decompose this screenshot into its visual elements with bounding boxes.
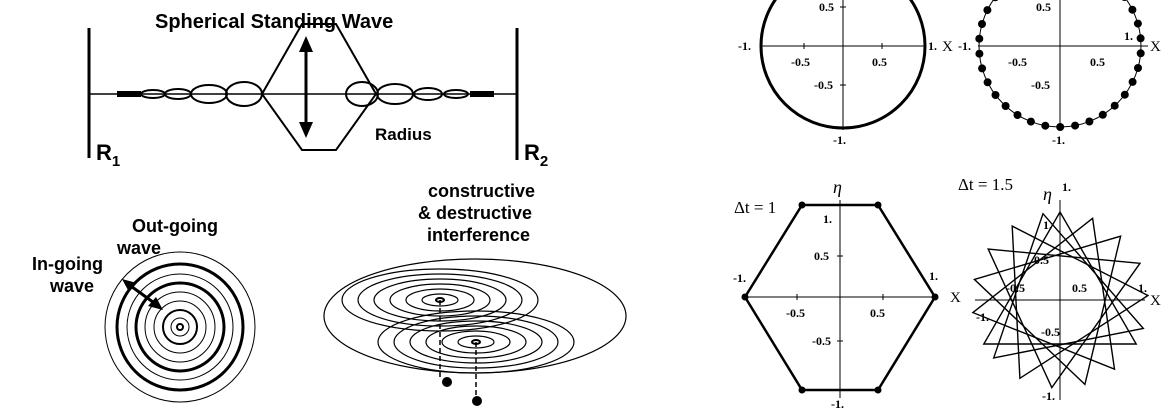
tick-c-neg05-x: -0.5 <box>786 306 805 320</box>
triangle-trajectory <box>973 235 1122 386</box>
sample-dot <box>1120 90 1129 99</box>
sample-dot <box>983 6 992 15</box>
tick-a-pos1-x: 1. <box>928 39 937 53</box>
tick-b-neg1-y: -1. <box>1052 133 1065 147</box>
sample-dots <box>975 0 1145 131</box>
ingoing-label-2: wave <box>49 276 94 296</box>
outgoing-label-2: wave <box>116 238 161 258</box>
sample-dot <box>992 0 999 2</box>
outgoing-label-1: Out-going <box>132 216 218 236</box>
triangle-trajectory <box>1011 224 1150 380</box>
x-axis-label-b: X <box>1150 39 1161 55</box>
tick-d-neg1-x: -1. <box>976 310 989 324</box>
interference-line-2: & destructive <box>418 203 532 223</box>
tick-d-pos05-x: 0.5 <box>1072 281 1087 295</box>
sample-dot <box>1110 101 1119 110</box>
standing-wave-title: Spherical Standing Wave <box>155 11 393 33</box>
tick-c-pos1-y: 1. <box>823 212 832 226</box>
sample-dot <box>1013 111 1022 119</box>
wave-arrow-head-in <box>148 297 163 310</box>
interference-line-1: constructive <box>428 181 535 201</box>
tick-d-pos1-x: 1. <box>1138 281 1147 295</box>
triangle-trajectory <box>992 212 1145 359</box>
sample-dot <box>1128 77 1137 86</box>
tick-a-neg05-x: -0.5 <box>791 55 810 69</box>
tick-b-neg05-x: -0.5 <box>1008 55 1027 69</box>
r2-label: R2 <box>524 140 548 170</box>
sample-dot <box>1085 117 1094 126</box>
tick-c-pos1-x: 1. <box>929 269 938 283</box>
sample-dot <box>1128 5 1137 14</box>
x-axis-label-c: X <box>950 290 961 306</box>
tick-a-pos05-x: 0.5 <box>872 55 887 69</box>
x-axis-label-d: X <box>1150 293 1161 309</box>
ingoing-label-1: In-going <box>32 254 103 274</box>
tick-c-neg1-x: -1. <box>733 271 746 285</box>
tick-d-neg1-y: -1. <box>1042 389 1055 403</box>
sample-dot <box>1026 117 1035 126</box>
tick-d-pos1-y: 1. <box>1043 218 1052 232</box>
tick-b-neg05-y: -0.5 <box>1031 78 1050 92</box>
sample-dot <box>991 91 1000 99</box>
sample-dot <box>978 64 987 73</box>
sample-dot <box>1136 49 1145 58</box>
tick-a-pos05-y: 0.5 <box>819 0 834 14</box>
wave-arrow-head-out <box>122 279 137 292</box>
tick-c-neg1-y: -1. <box>831 397 844 410</box>
tick-a-neg1-y: -1. <box>833 133 846 147</box>
sample-dot <box>1001 102 1010 110</box>
x-axis-label-a: X <box>942 39 953 55</box>
sample-dot <box>1121 0 1128 1</box>
tick-c-pos05-y: 0.5 <box>814 249 829 263</box>
triangle-trajectory <box>971 217 1116 371</box>
sample-dot <box>978 20 986 28</box>
tick-b-neg1-x: -1. <box>958 39 971 53</box>
interference-pattern <box>323 258 627 374</box>
source-dot-2 <box>472 396 482 406</box>
dt15-label: Δt = 1.5 <box>958 175 1013 194</box>
circle-trajectory <box>759 0 927 130</box>
sample-dot <box>975 49 984 58</box>
tick-d-neg05-x: -0.5 <box>1006 281 1025 295</box>
sample-dot <box>1098 110 1107 119</box>
tick-b-pos05-y: 0.5 <box>1036 0 1051 14</box>
tick-d-pos1-top: 1. <box>1062 180 1071 194</box>
tick-c-neg05-y: -0.5 <box>812 334 831 348</box>
sample-dot <box>1071 121 1080 130</box>
tick-b-pos1-x: 1. <box>1124 29 1133 43</box>
tick-d-neg05-y: -0.5 <box>1041 325 1060 339</box>
tick-a-neg1-x: -1. <box>738 39 751 53</box>
concentric-waves <box>104 251 256 403</box>
plot-rotating-triangles: Δt = 1.5 η 1. 1. 0.5 -0.5 0.5 1. -1. -0.… <box>958 175 1161 403</box>
standing-wave-diagram <box>87 23 519 160</box>
tick-b-pos05-x: 0.5 <box>1090 55 1105 69</box>
triangle-trajectories <box>971 210 1150 389</box>
plot-hexagon: Δt = 1 η 1. 0.5 -1. 1. -0.5 0.5 -0.5 -1.… <box>733 177 961 410</box>
sample-dot <box>1041 121 1050 130</box>
dt1-label: Δt = 1 <box>734 198 776 217</box>
tick-d-pos05-y: 0.5 <box>1034 253 1049 267</box>
tick-c-pos05-x: 0.5 <box>870 306 885 320</box>
sample-dot <box>1056 123 1065 131</box>
triangle-trajectory <box>982 210 1138 345</box>
sample-dot <box>1134 64 1142 72</box>
eta-axis-label-c: η <box>833 177 842 197</box>
sample-dot <box>983 78 992 87</box>
interference-line-3: interference <box>427 225 530 245</box>
eta-axis-label-d: η <box>1043 184 1052 204</box>
plot-circle: -1. -0.5 0.5 1. 0.5 -0.5 -1. X <box>738 0 953 147</box>
sample-dot <box>1136 34 1145 43</box>
sample-dot <box>975 34 984 43</box>
radius-label: Radius <box>375 125 432 144</box>
triangle-trajectory <box>987 248 1142 389</box>
r1-label: R1 <box>96 140 120 170</box>
central-lobe <box>260 23 378 151</box>
sample-dot <box>1133 19 1142 28</box>
plot-dotted-circle: -1. -0.5 0.5 1. 0.5 -0.5 -1. X <box>958 0 1161 147</box>
tick-a-neg05-y: -0.5 <box>814 78 833 92</box>
source-dot-1 <box>442 377 452 387</box>
